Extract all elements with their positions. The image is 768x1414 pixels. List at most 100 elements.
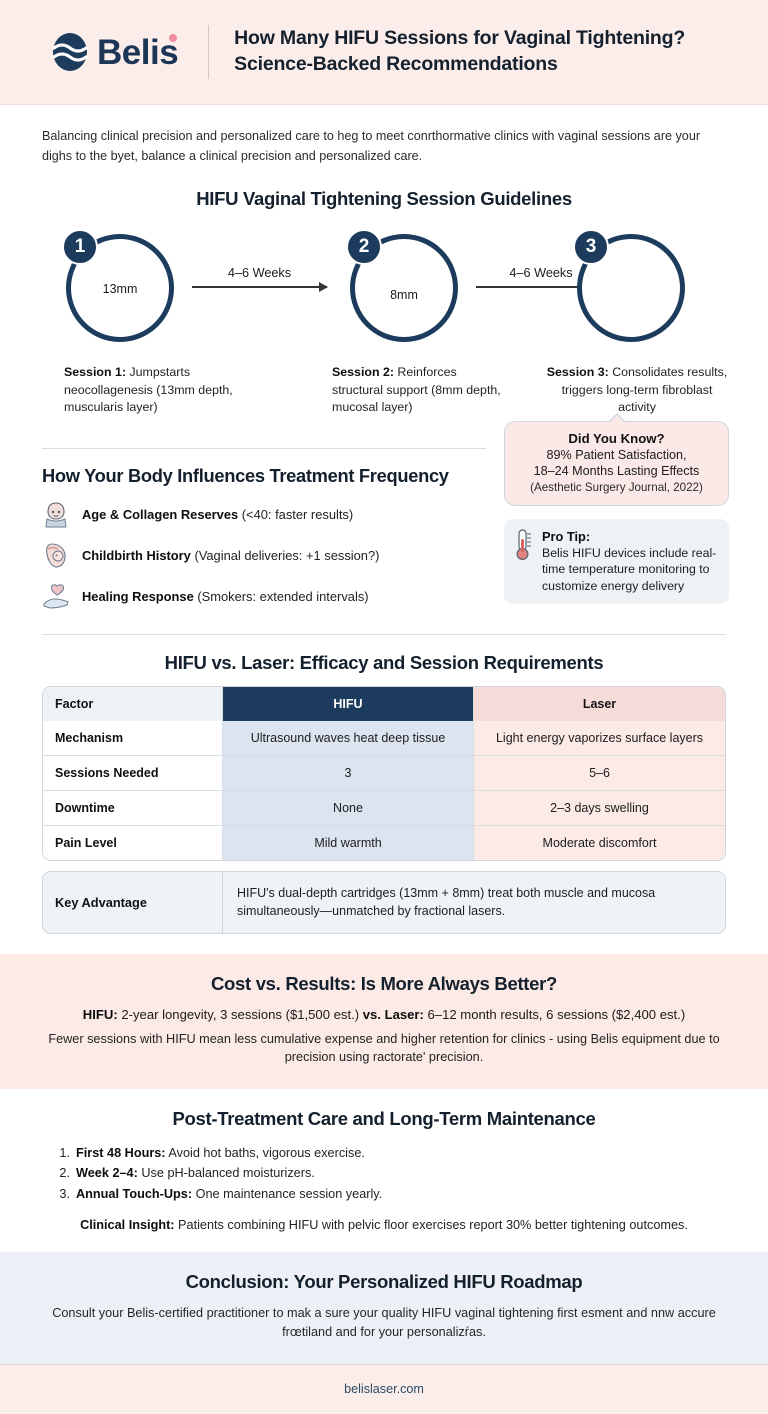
- session-3-caption: Session 3: Consolidates results, trigger…: [542, 364, 732, 417]
- page-title-line1: How Many HIFU Sessions for Vaginal Tight…: [234, 27, 686, 50]
- factor-row-childbirth[interactable]: Childbirth History (Vaginal deliveries: …: [42, 541, 502, 569]
- step-1-number: 1.: [59, 1145, 70, 1160]
- arrow-1-6-weeks: 4–6 Weeks: [192, 266, 328, 293]
- table-row: Mechanism Ultrasound waves heat deep tis…: [43, 721, 725, 757]
- did-you-know-line2: 18–24 Months Lasting Effects: [533, 464, 700, 479]
- cost-comparison-line: HIFU: 2-year longevity, 3 sessions ($1,5…: [42, 1007, 726, 1022]
- column-header-laser: Laser: [474, 687, 725, 722]
- cell-downtime-laser: 2–3 days swelling: [474, 791, 725, 827]
- comparison-heading: HIFU vs. Laser: Efficacy and Session Req…: [164, 652, 604, 674]
- page-footer: belislaser.com: [0, 1363, 768, 1414]
- pro-tip-title: Pro Tip:: [542, 529, 591, 544]
- row-label-sessions-needed: Sessions Needed: [43, 756, 223, 792]
- clinical-insight-label: Clinical Insight:: [80, 1217, 175, 1232]
- clinical-insight: Clinical Insight: Patients combining HIF…: [42, 1218, 726, 1232]
- cost-laser-text: 6–12 month results, 6 sessions ($2,400 e…: [423, 1007, 686, 1023]
- post-care-steps: 1.First 48 Hours: Avoid hot baths, vigor…: [42, 1143, 726, 1205]
- session-node-3[interactable]: 3: [573, 229, 685, 343]
- session-1-caption-text: Jumpstarts neocollagenesis (13mm depth, …: [64, 365, 233, 415]
- post-care-heading: Post-Treatment Care and Long-Term Mainte…: [172, 1107, 596, 1129]
- cost-hifu-label: HIFU:: [82, 1007, 118, 1023]
- session-captions: Session 1: Jumpstarts neocollagenesis (1…: [42, 364, 727, 442]
- cost-section: Cost vs. Results: Is More Always Better?…: [0, 954, 768, 1089]
- list-item: 2.Week 2–4: Use pH-balanced moisturizers…: [50, 1163, 726, 1184]
- cost-heading: Cost vs. Results: Is More Always Better?: [210, 973, 558, 995]
- session-3-caption-label: Session 3:: [546, 365, 609, 380]
- factors-divider: [42, 448, 486, 450]
- brand-name: Belis: [97, 32, 179, 72]
- header-divider: [208, 25, 210, 79]
- page-header: Belis How Many HIFU Sessions for Vaginal…: [0, 0, 768, 105]
- cell-sessions-laser: 5–6: [474, 756, 725, 792]
- session-3-badge: 3: [573, 229, 609, 266]
- factor-age-label: Age & Collagen Reserves: [82, 506, 239, 522]
- factor-row-healing[interactable]: Healing Response (Smokers: extended inte…: [42, 582, 502, 610]
- cost-laser-label: vs. Laser:: [362, 1007, 424, 1023]
- session-node-2[interactable]: 8mm 2: [346, 229, 458, 343]
- key-advantage-panel: Key Advantage HIFU's dual-depth cartridg…: [42, 871, 726, 935]
- footer-url-link[interactable]: belislaser.com: [344, 1382, 424, 1397]
- factor-childbirth-text: Childbirth History (Vaginal deliveries: …: [82, 548, 379, 563]
- brand-name-text: Belis: [97, 32, 179, 72]
- factor-row-age[interactable]: Age & Collagen Reserves (<40: faster res…: [42, 500, 502, 528]
- row-label-pain-level: Pain Level: [43, 826, 223, 861]
- step-1-text: Avoid hot baths, vigorous exercise.: [165, 1145, 365, 1160]
- session-1-depth-label: 13mm: [102, 282, 138, 297]
- arrow-1-line-icon: [192, 282, 328, 293]
- cell-sessions-hifu: 3: [223, 756, 474, 792]
- comparison-table: Factor HIFU Laser Mechanism Ultrasound w…: [42, 686, 726, 862]
- thermometer-icon: [514, 528, 534, 594]
- mother-baby-icon: [42, 541, 70, 569]
- cell-mechanism-laser: Light energy vaporizes surface layers: [474, 721, 725, 757]
- comparison-section: HIFU vs. Laser: Efficacy and Session Req…: [42, 652, 726, 935]
- factors-section: How Your Body Influences Treatment Frequ…: [42, 465, 502, 610]
- brand-logo[interactable]: Belis: [50, 31, 179, 73]
- session-2-badge: 2: [346, 229, 382, 266]
- session-1-caption: Session 1: Jumpstarts neocollagenesis (1…: [64, 364, 239, 417]
- comparison-divider: [42, 634, 726, 636]
- arrow-1-label: 4–6 Weeks: [227, 266, 292, 281]
- arrow-2-label: 4–6 Weeks: [509, 266, 573, 281]
- factors-heading: How Your Body Influences Treatment Frequ…: [42, 465, 449, 487]
- belis-wave-logo-icon: [50, 31, 90, 73]
- table-row: Pain Level Mild warmth Moderate discomfo…: [43, 826, 725, 861]
- session-2-caption: Session 2: Reinforces structural support…: [332, 364, 507, 417]
- cost-note: Fewer sessions with HIFU mean less cumul…: [48, 1032, 720, 1065]
- session-2-caption-label: Session 2:: [332, 365, 394, 380]
- conclusion-heading: Conclusion: Your Personalized HIFU Roadm…: [185, 1270, 583, 1292]
- list-item: 1.First 48 Hours: Avoid hot baths, vigor…: [50, 1143, 726, 1164]
- conclusion-text: Consult your Belis-certified practitione…: [52, 1305, 716, 1339]
- row-label-mechanism: Mechanism: [43, 721, 223, 757]
- column-header-factor: Factor: [43, 687, 223, 722]
- key-advantage-label: Key Advantage: [43, 872, 223, 934]
- cell-pain-hifu: Mild warmth: [223, 826, 474, 861]
- post-care-section: Post-Treatment Care and Long-Term Mainte…: [0, 1088, 768, 1252]
- factor-childbirth-label: Childbirth History: [82, 547, 191, 563]
- session-flow-diagram: 13mm 1 4–6 Weeks: [42, 228, 726, 348]
- table-row: Sessions Needed 3 5–6: [43, 756, 725, 792]
- step-2-label: Week 2–4:: [76, 1166, 138, 1181]
- column-header-hifu: HIFU: [223, 687, 474, 722]
- session-3-caption-text: Consolidates results, triggers long-term…: [561, 365, 728, 415]
- page-title-line2: Science-Backed Recommendations: [234, 53, 558, 75]
- pro-tip-callout: Pro Tip:Belis HIFU devices include real-…: [504, 519, 729, 605]
- session-node-1[interactable]: 13mm 1: [62, 229, 174, 343]
- session-1-badge: 1: [62, 229, 98, 266]
- woman-face-icon: [42, 500, 70, 528]
- did-you-know-line1: 89% Patient Satisfaction,: [546, 448, 687, 462]
- key-advantage-text: HIFU's dual-depth cartridges (13mm + 8mm…: [223, 872, 725, 934]
- step-3-text: One maintenance session yearly.: [192, 1187, 383, 1201]
- factor-age-text: Age & Collagen Reserves (<40: faster res…: [82, 507, 353, 522]
- session-2-caption-text: Reinforces structural support (8mm depth…: [332, 365, 501, 415]
- intro-paragraph: Balancing clinical precision and persona…: [42, 129, 701, 163]
- hand-heart-icon: [42, 582, 70, 610]
- factor-age-detail: (<40: faster results): [238, 506, 354, 522]
- table-row: Downtime None 2–3 days swelling: [43, 791, 725, 827]
- conclusion-section: Conclusion: Your Personalized HIFU Roadm…: [0, 1251, 768, 1364]
- step-2-number: 2.: [59, 1166, 70, 1181]
- clinical-insight-text: Patients combining HIFU with pelvic floo…: [174, 1217, 688, 1232]
- factor-childbirth-detail: (Vaginal deliveries: +1 session?): [190, 547, 380, 563]
- sessions-heading: HIFU Vaginal Tightening Session Guidelin…: [196, 188, 572, 210]
- did-you-know-source: (Aesthetic Surgery Journal, 2022): [530, 480, 703, 494]
- cell-mechanism-hifu: Ultrasound waves heat deep tissue: [223, 721, 474, 757]
